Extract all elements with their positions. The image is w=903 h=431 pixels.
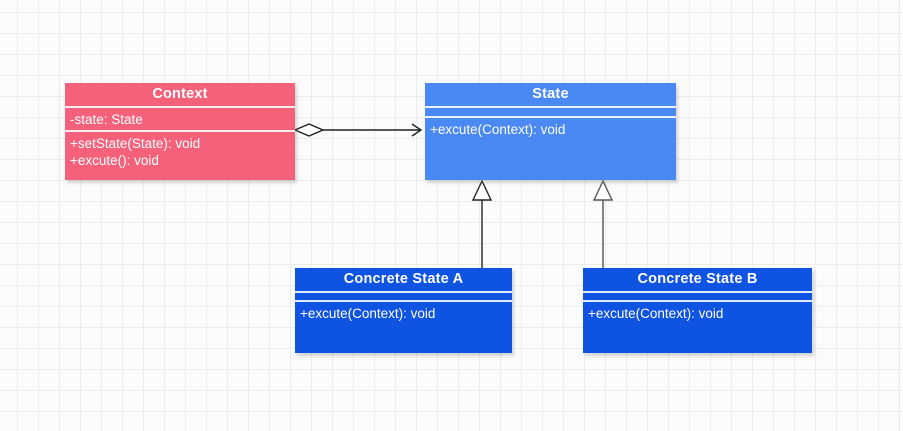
separator [425,116,676,118]
separator [583,291,812,293]
attributes-section [583,293,812,300]
hollow-triangle-marker [471,179,493,201]
method: +excute(): void [70,153,159,168]
class-title: Context [152,86,208,102]
method: +setState(State): void [70,136,201,151]
separator [65,130,295,132]
attributes-section [425,108,676,116]
class-state[interactable]: State +excute(Context): void [425,83,676,180]
method: +excute(Context): void [300,306,436,321]
class-title: Concrete State B [637,271,758,287]
hollow-diamond-marker [293,123,325,137]
separator [65,106,295,108]
class-title: State [532,86,569,102]
separator [295,300,512,302]
separator [583,300,812,302]
class-context[interactable]: Context -state: State +setState(State): … [65,83,295,180]
generalization-edge-a-state[interactable] [471,179,493,268]
attributes-section: -state: State [65,108,295,130]
attributes-section [295,293,512,300]
methods-section: +excute(Context): void [583,302,812,353]
method: +excute(Context): void [430,122,566,137]
method: +excute(Context): void [588,306,724,321]
aggregation-edge-context-state[interactable] [293,123,423,137]
methods-section: +excute(Context): void [425,118,676,180]
class-concrete-state-a[interactable]: Concrete State A +excute(Context): void [295,268,512,353]
generalization-edge-b-state[interactable] [592,179,614,268]
open-arrowhead [411,123,423,137]
attribute: -state: State [70,112,143,127]
class-title: Concrete State A [343,271,464,287]
hollow-triangle-marker [592,179,614,201]
separator [295,291,512,293]
methods-section: +excute(Context): void [295,302,512,353]
class-concrete-state-b[interactable]: Concrete State B +excute(Context): void [583,268,812,353]
methods-section: +setState(State): void +excute(): void [65,132,295,180]
separator [425,106,676,108]
